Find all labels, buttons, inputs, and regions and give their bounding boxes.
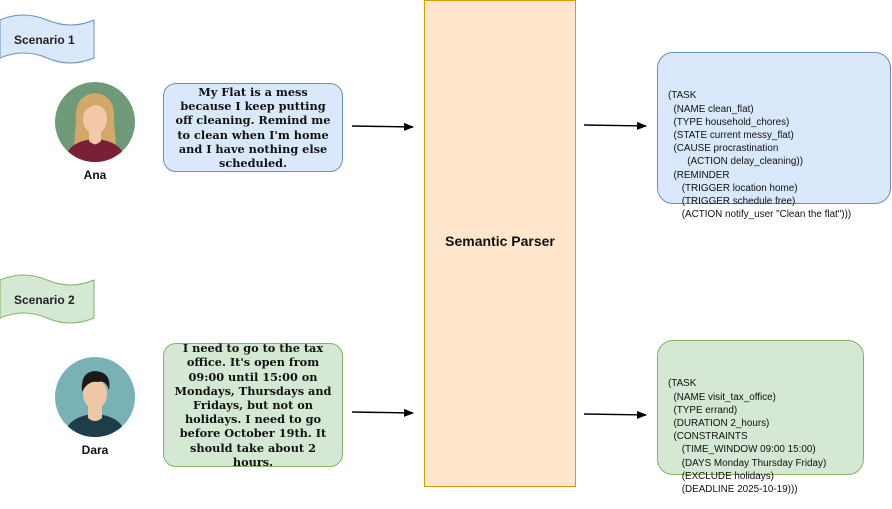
person-name-dara: Dara — [81, 443, 109, 457]
code-line: (TASK — [668, 378, 697, 390]
parsed-output-box-2: (TASK (NAME visit_tax_office) (TYPE erra… — [657, 340, 864, 495]
woman-avatar-icon — [55, 82, 135, 162]
code-line: (ACTION notify_user "Clean the flat"))) — [668, 209, 852, 221]
code-line: (TRIGGER schedule free) — [668, 196, 796, 208]
code-line: (CONSTRAINTS — [668, 431, 748, 443]
scenario-1-label: Scenario 1 — [14, 33, 75, 47]
code-line: (TASK — [668, 90, 697, 102]
arrow-message-to-parser-1 — [351, 122, 414, 131]
code-line: (TYPE errand) — [668, 404, 738, 416]
code-line: (NAME visit_tax_office) — [668, 391, 776, 403]
user-message-bubble: I need to go to the tax office. It's ope… — [163, 341, 343, 469]
arrow-parser-to-output-1 — [583, 121, 647, 130]
man-avatar-icon — [55, 357, 135, 437]
flow-arrows — [351, 121, 647, 419]
code-line: (DURATION 2_hours) — [668, 418, 770, 430]
code-line: (TIME_WINDOW 09:00 15:00) — [668, 444, 816, 456]
arrow-message-to-parser-2 — [351, 408, 414, 417]
user-message-bubble: My Flat is a mess because I keep putting… — [163, 83, 343, 172]
code-line: (NAME clean_flat) — [668, 103, 754, 115]
code-line: (ACTION delay_cleaning)) — [668, 156, 804, 168]
code-line: (TRIGGER location home) — [668, 182, 798, 194]
code-line: (STATE current messy_flat) — [668, 130, 794, 142]
user-message-text: I need to go to the tax office. It's ope… — [174, 341, 332, 469]
semantic-parser-label: Semantic Parser — [445, 233, 555, 249]
code-line: (REMINDER — [668, 169, 730, 181]
person-name-ana: Ana — [83, 168, 107, 182]
code-line: (EXCLUDE holidays) — [668, 470, 774, 482]
scenario-1-banner — [0, 14, 95, 64]
code-line: (CAUSE procrastination — [668, 143, 779, 155]
scenario-2-label: Scenario 2 — [14, 293, 75, 307]
semantic-parser-block: Semantic Parser — [424, 0, 576, 487]
parsed-output-lines: (TASK (NAME clean_flat) (TYPE household_… — [668, 89, 884, 221]
scenario-2-banner — [0, 274, 95, 324]
user-message-text: My Flat is a mess because I keep putting… — [175, 84, 331, 170]
parsed-output-box-1: (TASK (NAME clean_flat) (TYPE household_… — [657, 52, 891, 220]
arrow-parser-to-output-2 — [583, 410, 647, 419]
code-line: (TYPE household_chores) — [668, 116, 790, 128]
code-line: (DAYS Monday Thursday Friday) — [668, 457, 827, 469]
